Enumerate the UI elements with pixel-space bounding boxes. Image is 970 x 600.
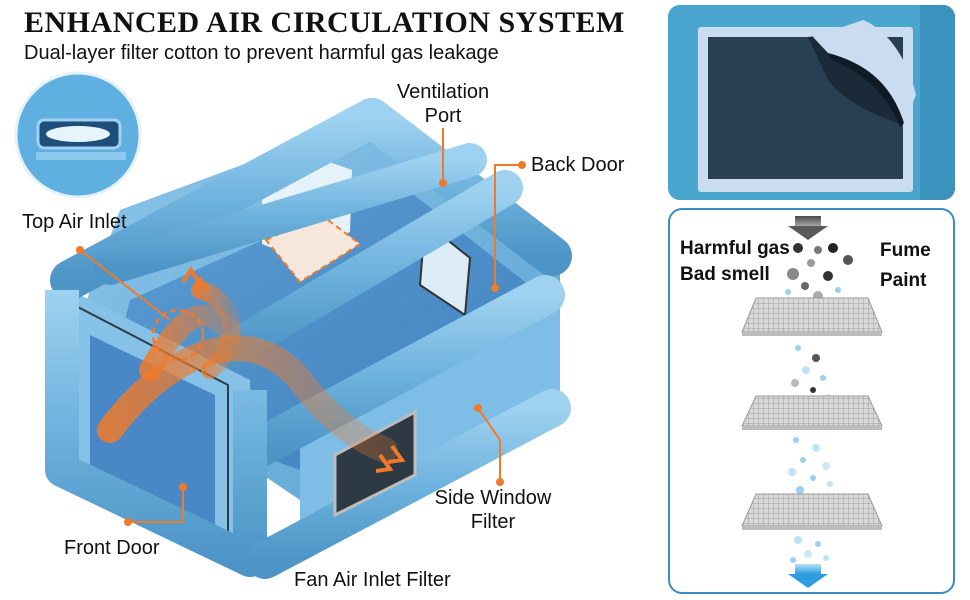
tube-top-back (93, 143, 487, 285)
filter-layer-1 (741, 297, 883, 333)
label-top-air-inlet: Top Air Inlet (22, 211, 127, 233)
incoming-arrow-shaft (795, 216, 821, 226)
dot-back-door-end (518, 161, 526, 169)
particles-low (788, 437, 833, 494)
filter-window-photo (668, 5, 955, 200)
tube-top-right (352, 98, 572, 276)
booth-illustration (14, 71, 572, 579)
dot-ventilation-port (439, 179, 447, 187)
outgoing-arrow-head (788, 574, 828, 588)
label-ventilation-port-line1: Ventilation (396, 81, 490, 103)
incoming-arrow-head (788, 226, 828, 240)
outgoing-arrow-shaft (795, 564, 821, 574)
airflow-loop (191, 281, 241, 379)
label-ventilation-port: Ventilation Port (388, 80, 498, 128)
airflow-arrow-fan (375, 444, 406, 473)
top-air-inlet-marker (151, 308, 205, 362)
label-harmful-gas: Harmful gas (680, 238, 790, 259)
dot-back-door (491, 284, 499, 292)
dot-front-door-end (124, 518, 132, 526)
inset-seam (36, 152, 126, 160)
label-fume: Fume (880, 240, 931, 261)
leader-side-window (477, 407, 501, 482)
airflow-upper (139, 304, 241, 381)
leader-front-door (128, 487, 184, 523)
filtration-diagram: Harmful gas Bad smell Fume Paint (668, 208, 955, 594)
tube-base-right (246, 389, 571, 579)
dot-front-door (179, 483, 187, 491)
airflow-main (97, 335, 398, 463)
airflow-arrow-top (181, 266, 209, 292)
label-side-window-filter-line1: Side Window (434, 487, 552, 509)
label-front-door: Front Door (64, 537, 160, 559)
particles-clean (790, 536, 829, 563)
page-subtitle: Dual-layer filter cotton to prevent harm… (24, 42, 499, 64)
filter-layer-3 (741, 493, 883, 527)
filter-layer-2 (741, 395, 883, 427)
fan-air-inlet-filter-frame (333, 409, 417, 518)
tube-front-arch (45, 290, 267, 577)
label-ventilation-port-line2: Port (424, 105, 462, 127)
label-back-door: Back Door (531, 154, 625, 176)
tube-cross-front (235, 275, 565, 470)
label-side-window-filter: Side Window Filter (418, 486, 568, 534)
label-fan-air-inlet-filter: Fan Air Inlet Filter (294, 569, 451, 591)
dot-top-air-inlet (76, 246, 84, 254)
tube-ridge-front (212, 170, 523, 368)
label-paint: Paint (880, 270, 927, 291)
leader-back-door (494, 164, 522, 288)
page-title: ENHANCED AIR CIRCULATION SYSTEM (24, 6, 625, 39)
dot-side-window (474, 404, 482, 412)
label-bad-smell: Bad smell (680, 264, 770, 285)
inset-opening-light (46, 126, 110, 142)
dot-side-window-end (496, 478, 504, 486)
leader-top-air-inlet (79, 249, 171, 321)
label-side-window-filter-line2: Filter (470, 511, 516, 533)
